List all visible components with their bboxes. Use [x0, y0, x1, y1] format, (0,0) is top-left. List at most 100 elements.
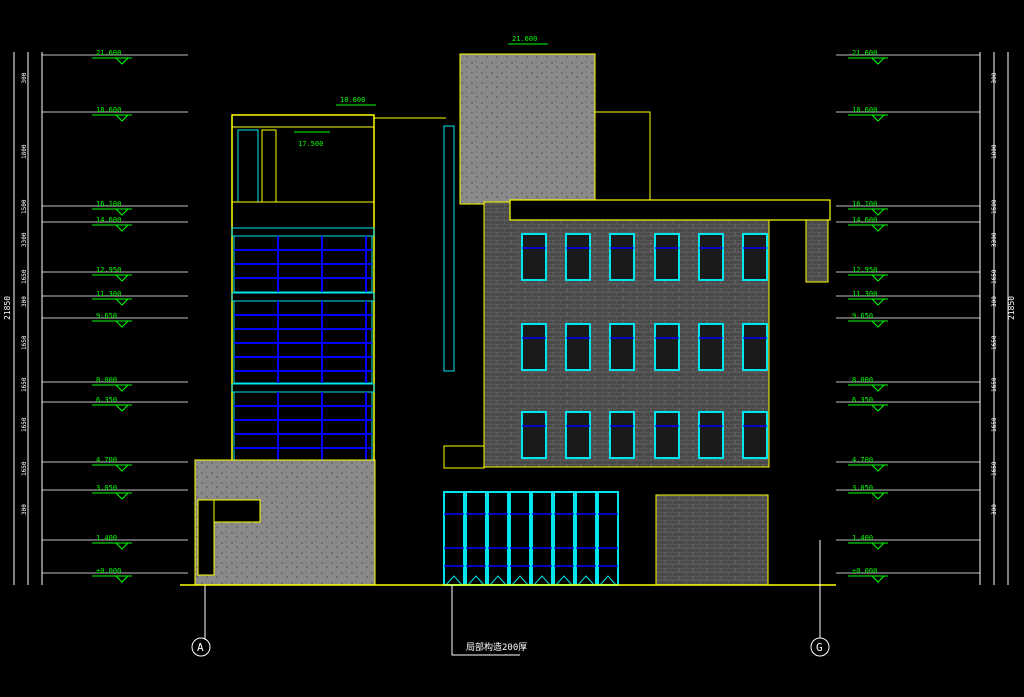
dimension-label: 300	[21, 296, 28, 307]
door-swing	[577, 575, 595, 586]
level-triangle	[115, 384, 129, 392]
dimension-label: 300	[991, 72, 998, 83]
window	[654, 233, 680, 281]
dimension-label: 1650	[991, 269, 998, 284]
axis-markers: A G 局部构造200厚	[191, 540, 830, 657]
door-swing	[555, 575, 573, 586]
level-label: 4.700	[96, 456, 117, 464]
door-swing	[467, 575, 485, 586]
construction-note: 局部构造200厚	[466, 641, 527, 653]
dimension-label: 1500	[21, 199, 28, 214]
storefront-panel	[597, 491, 619, 586]
level-triangle	[115, 464, 129, 472]
level-label: 4.700	[852, 456, 873, 464]
door-swing	[511, 575, 529, 586]
dimension-label: 1650	[21, 269, 28, 284]
window	[609, 411, 635, 459]
ground-floor	[180, 459, 836, 586]
level-triangle	[871, 492, 885, 500]
dimension-label: 3300	[991, 232, 998, 247]
level-label: 12.950	[852, 266, 877, 274]
level-triangle	[871, 320, 885, 328]
level-label: 6.350	[852, 396, 873, 404]
storefront-panel	[531, 491, 553, 586]
level-triangle	[871, 224, 885, 232]
left-tower	[231, 114, 375, 466]
door-swing	[445, 575, 463, 586]
level-triangle	[115, 114, 129, 122]
storefront-panel	[465, 491, 487, 586]
door-swing	[533, 575, 551, 586]
roof-level-label: 21.600	[512, 35, 537, 43]
storefront-panel	[487, 491, 509, 586]
axis-a-label: A	[197, 641, 204, 654]
window	[698, 411, 724, 459]
level-triangle	[115, 575, 129, 583]
door-swing	[599, 575, 617, 586]
window	[565, 323, 591, 371]
window	[521, 323, 547, 371]
storefront-panel	[509, 491, 531, 586]
level-triangle	[871, 384, 885, 392]
dimension-label: 300	[991, 296, 998, 307]
tower-top-label: 17.500	[298, 140, 323, 148]
level-triangle	[871, 298, 885, 306]
level-triangle	[871, 542, 885, 550]
left-total-dimension: 21850	[3, 296, 12, 320]
dimension-label: 1800	[991, 144, 998, 159]
level-label: 21.600	[96, 49, 121, 57]
dimension-label: 300	[21, 504, 28, 515]
level-triangle	[115, 224, 129, 232]
level-triangle	[115, 320, 129, 328]
roof-annotations: 21.600 18.600 17.500	[294, 35, 548, 148]
dimension-label: 1650	[991, 335, 998, 350]
level-triangle	[115, 404, 129, 412]
level-label: 9.650	[852, 312, 873, 320]
dimension-label: 1650	[21, 377, 28, 392]
window	[565, 233, 591, 281]
level-label: 3.050	[852, 484, 873, 492]
left-level-marks: 21.60018.60016.10014.60012.95011.3009.65…	[21, 49, 188, 583]
door-swing	[489, 575, 507, 586]
level-label: 11.300	[852, 290, 877, 298]
left-dimension-column: 21850	[3, 52, 43, 585]
curtain-wall-glazing	[233, 235, 373, 461]
level-triangle	[871, 208, 885, 216]
level-label: 21.600	[852, 49, 877, 57]
level-label: 11.300	[96, 290, 121, 298]
dimension-label: 1650	[21, 335, 28, 350]
main-roof-label: 18.600	[340, 96, 365, 104]
dimension-label: 1650	[991, 461, 998, 476]
dimension-label: 1650	[991, 377, 998, 392]
window	[698, 323, 724, 371]
dimension-label: 300	[21, 72, 28, 83]
window	[742, 233, 768, 281]
level-label: 8.000	[96, 376, 117, 384]
level-triangle	[115, 298, 129, 306]
central-core	[373, 53, 651, 372]
level-label: 16.100	[852, 200, 877, 208]
axis-g-label: G	[816, 641, 823, 654]
right-dimension-column: 21850	[979, 52, 1016, 585]
level-label: ±0.000	[96, 567, 121, 575]
dimension-label: 1650	[991, 417, 998, 432]
window	[742, 411, 768, 459]
level-triangle	[115, 542, 129, 550]
level-label: 6.350	[96, 396, 117, 404]
level-triangle	[871, 404, 885, 412]
window	[742, 323, 768, 371]
dimension-label: 3300	[21, 232, 28, 247]
dimension-label: 1800	[21, 144, 28, 159]
level-triangle	[115, 208, 129, 216]
dimension-label: 300	[991, 504, 998, 515]
storefront-panel	[553, 491, 575, 586]
storefront-doors	[443, 491, 619, 586]
storefront-panel	[575, 491, 597, 586]
window	[609, 323, 635, 371]
level-label: 16.100	[96, 200, 121, 208]
level-triangle	[115, 274, 129, 282]
level-label: 3.050	[96, 484, 117, 492]
level-triangle	[871, 57, 885, 65]
